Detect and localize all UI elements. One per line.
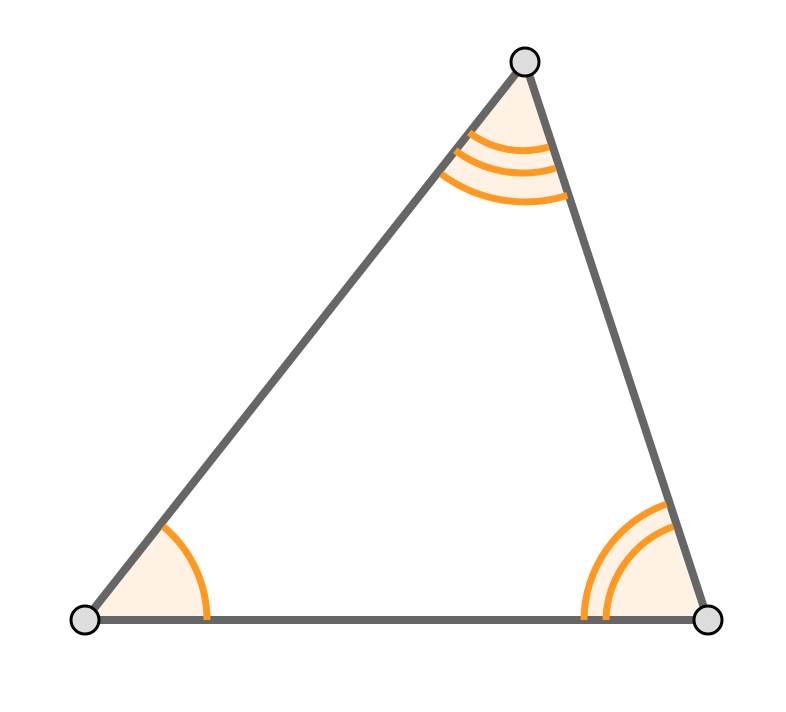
vertex-point-bottom-right[interactable]	[692, 604, 724, 636]
edge-right	[521, 58, 712, 624]
angle-arc-top-1	[466, 129, 551, 155]
angle-arc-bottom-right-2	[580, 500, 668, 621]
edge-left	[81, 58, 529, 624]
angle-arc-top-2	[452, 147, 557, 177]
angle-fill-bottom-left	[85, 526, 207, 620]
vertex-point-bottom-left[interactable]	[69, 604, 101, 636]
angle-arcs	[160, 129, 675, 621]
angle-arc-top-3	[439, 171, 569, 206]
angle-arc-bottom-right-1	[602, 523, 675, 621]
vertex-points	[69, 46, 724, 636]
angle-arc-bottom-left-1	[160, 523, 211, 621]
vertex-point-top[interactable]	[509, 46, 541, 78]
triangle-edges	[81, 58, 712, 624]
